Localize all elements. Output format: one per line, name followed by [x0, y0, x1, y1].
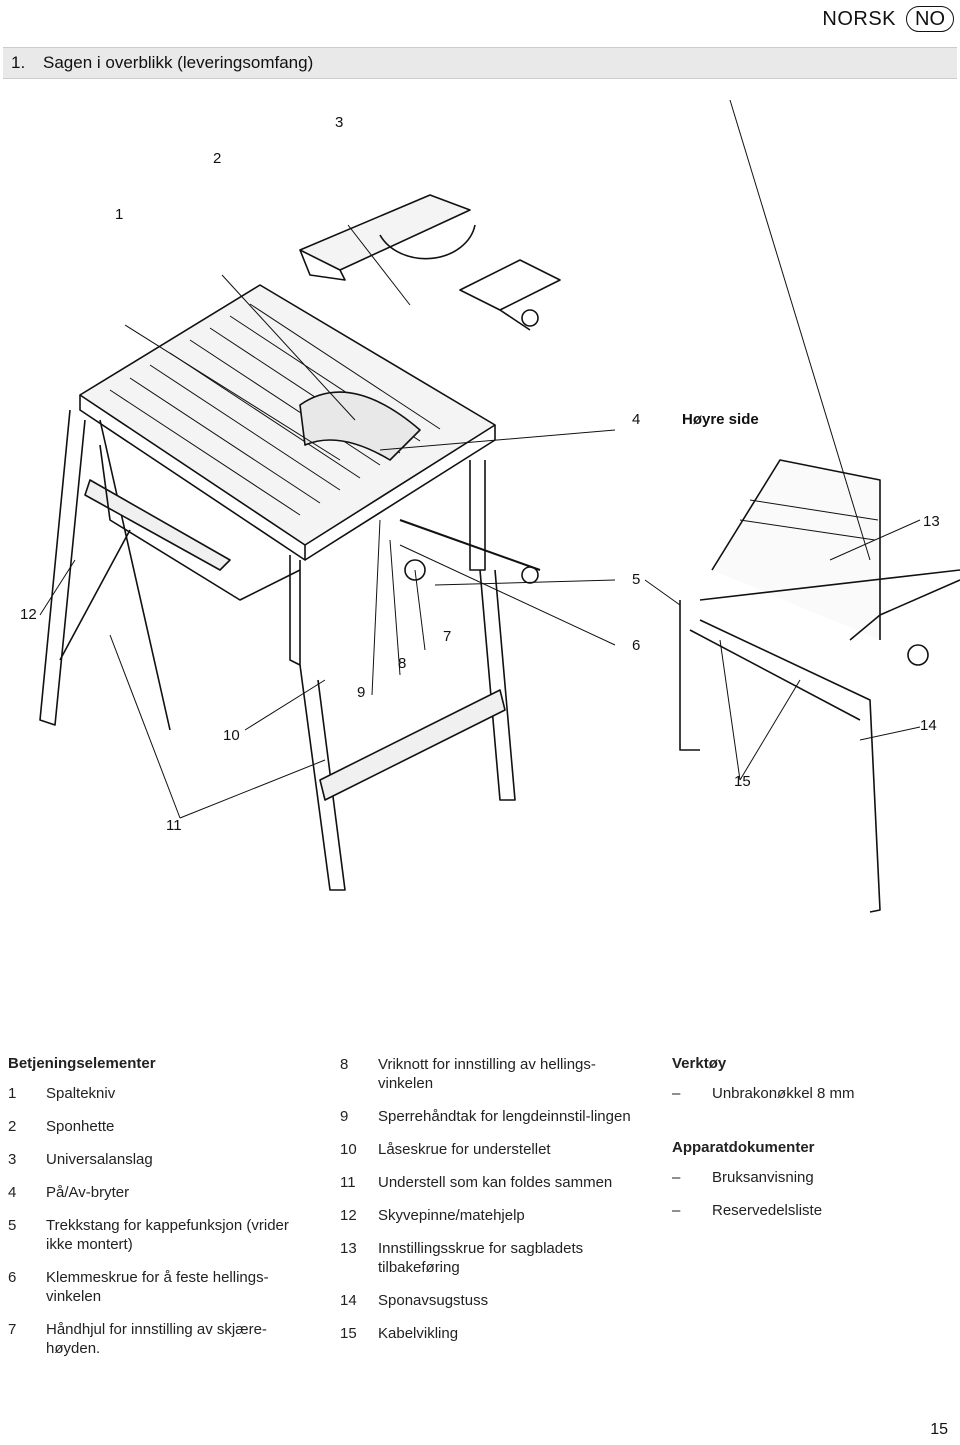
section-number: 1. — [11, 53, 26, 72]
accessories-column: Verktøy –Unbrakonøkkel 8 mm Apparatdokum… — [672, 1055, 952, 1234]
page-number: 15 — [930, 1421, 948, 1438]
section-title-bar: 1. Sagen i overblikk (leveringsomfang) — [3, 47, 957, 79]
callout-6: 6 — [632, 637, 641, 654]
callout-13: 13 — [923, 513, 940, 530]
language-code-badge: NO — [906, 6, 954, 32]
list-item: –Bruksanvisning — [672, 1169, 814, 1186]
saw-drawing — [39, 99, 960, 913]
callout-9: 9 — [357, 684, 366, 701]
operating-elements-heading: Betjeningselementer — [8, 1055, 156, 1072]
callout-8: 8 — [398, 655, 407, 672]
callout-10: 10 — [223, 727, 240, 744]
callout-14: 14 — [920, 717, 937, 734]
tools-heading: Verktøy — [672, 1055, 727, 1072]
list-item: –Reservedelsliste — [672, 1202, 823, 1219]
callout-15: 15 — [734, 773, 751, 790]
callout-11: 11 — [166, 817, 182, 834]
saw-illustration: 3 2 1 4 Høyre side 13 5 12 7 6 8 9 10 14… — [0, 99, 960, 1000]
callout-2: 2 — [213, 150, 222, 167]
language-name: NORSK — [822, 7, 896, 30]
section-title: Sagen i overblikk (leveringsomfang) — [43, 53, 314, 72]
callout-1: 1 — [115, 206, 124, 223]
language-indicator: NORSK NO — [822, 6, 954, 32]
callout-12: 12 — [20, 606, 37, 623]
callout-7: 7 — [443, 628, 452, 645]
list-item: –Unbrakonøkkel 8 mm — [672, 1085, 855, 1102]
callout-4: 4 — [632, 411, 641, 428]
right-side-label: Høyre side — [682, 411, 759, 428]
callout-3: 3 — [335, 114, 344, 131]
callout-5: 5 — [632, 571, 641, 588]
documents-heading: Apparatdokumenter — [672, 1139, 815, 1156]
